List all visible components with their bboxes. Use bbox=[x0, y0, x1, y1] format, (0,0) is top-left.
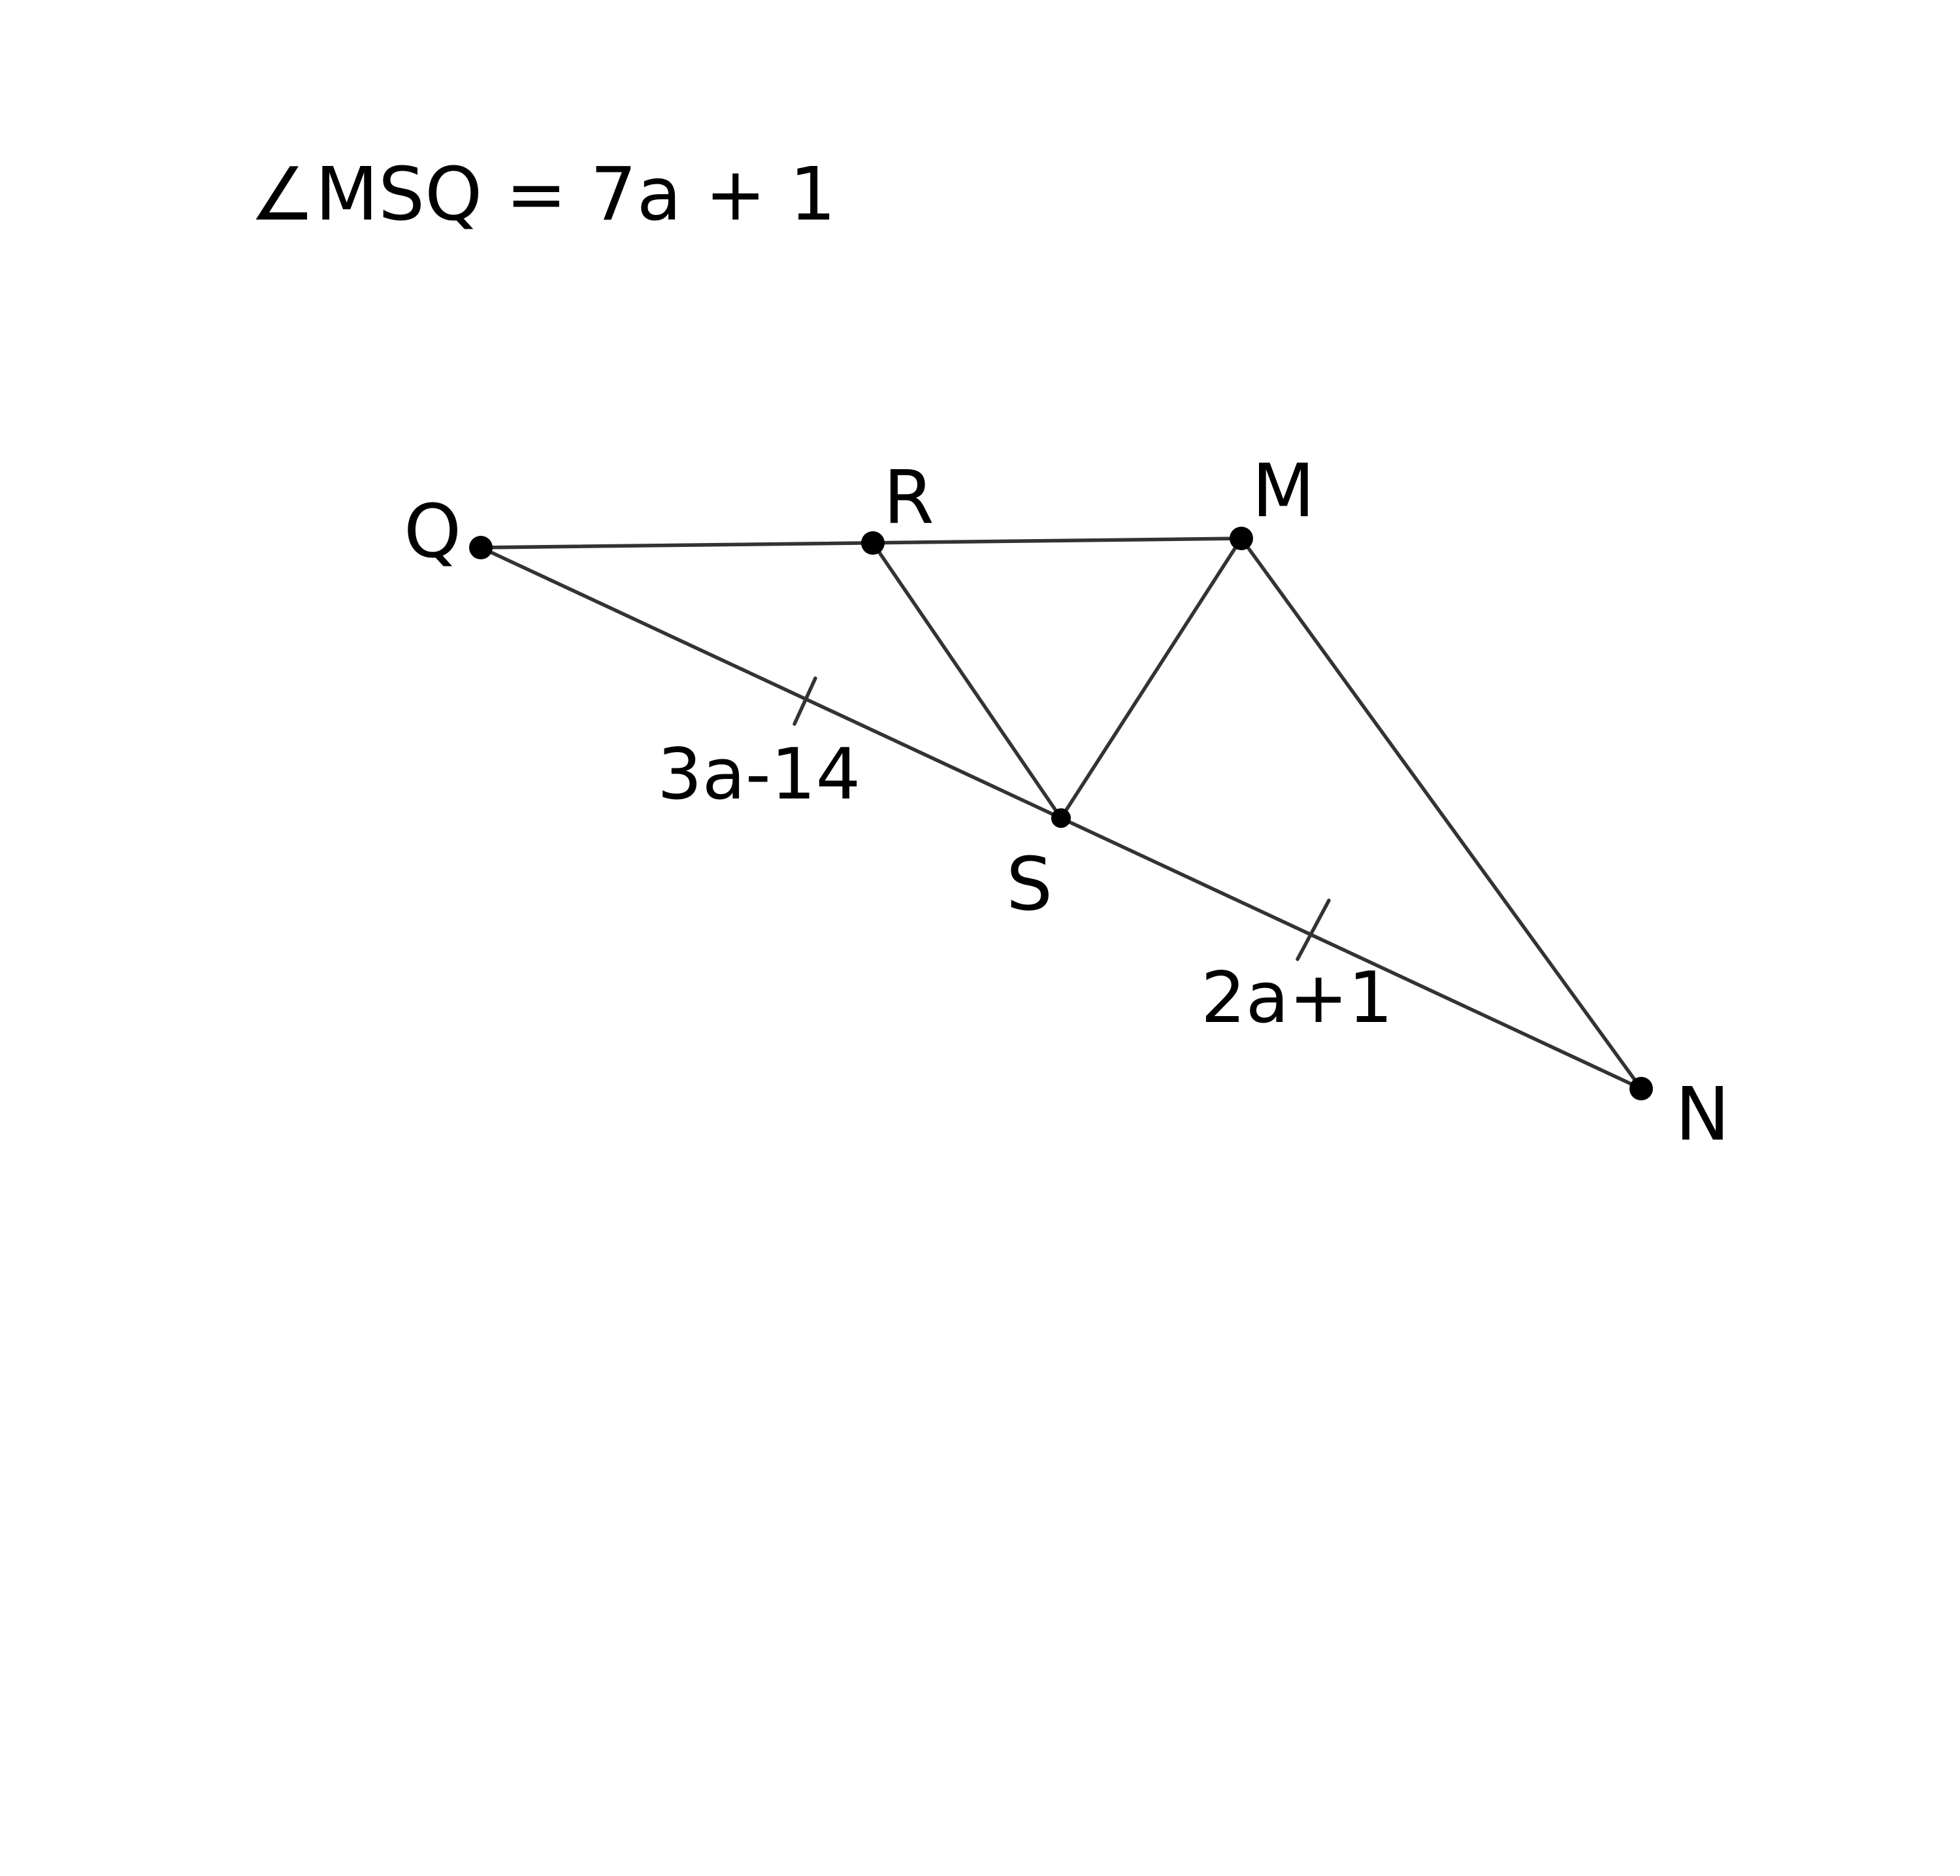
point-m bbox=[1230, 527, 1253, 550]
angle-caption: ∠MSQ = 7a + 1 bbox=[250, 152, 836, 237]
tick-mark-qs bbox=[792, 676, 817, 726]
point-n bbox=[1629, 1077, 1653, 1100]
point-s bbox=[1051, 808, 1071, 828]
label-s: S bbox=[1006, 842, 1053, 927]
label-m: M bbox=[1252, 449, 1315, 534]
measure-sn: 2a+1 bbox=[1201, 957, 1393, 1039]
segment-mn bbox=[1239, 536, 1643, 1091]
label-n: N bbox=[1675, 1072, 1730, 1157]
label-q: Q bbox=[404, 489, 461, 574]
tick-mark-sn bbox=[1296, 898, 1331, 961]
segment-ms bbox=[1059, 536, 1243, 820]
label-r: R bbox=[883, 455, 934, 540]
point-r bbox=[861, 531, 885, 555]
measure-qs: 3a-14 bbox=[657, 734, 860, 815]
segment-rs bbox=[871, 541, 1063, 820]
point-q bbox=[469, 536, 493, 559]
